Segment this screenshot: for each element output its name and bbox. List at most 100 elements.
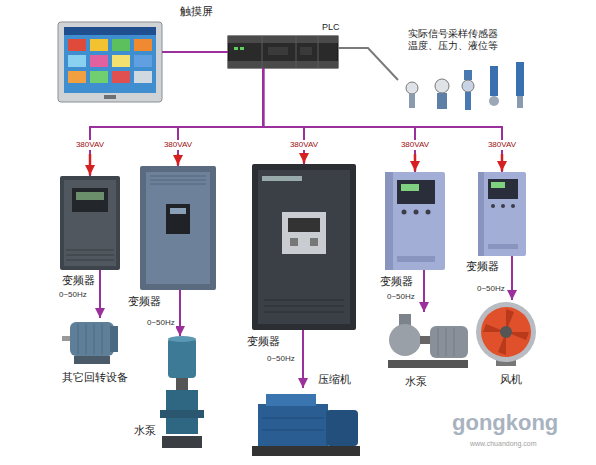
drawing-part <box>86 324 87 354</box>
pump: 水泵 <box>160 336 204 450</box>
drawing-part <box>478 172 484 256</box>
drawing-part <box>228 36 338 68</box>
drawing-part <box>488 179 518 199</box>
device-label: 水泵 <box>134 424 156 437</box>
drawing-part <box>268 47 288 55</box>
touch-screen-drawing <box>58 22 162 102</box>
drawing-part <box>264 306 344 307</box>
drawing-part <box>64 27 156 35</box>
frequency-label: 0~50Hz <box>146 318 176 328</box>
drawing-part <box>491 204 495 208</box>
motor-drawing <box>62 322 118 364</box>
drawing-part <box>264 300 344 301</box>
frequency-label: 0~50Hz <box>476 284 506 294</box>
drawing-part <box>262 430 324 431</box>
device-label: 风机 <box>500 373 522 386</box>
drawing-part <box>282 212 326 254</box>
device-label: 水泵 <box>405 375 427 388</box>
drawing-part <box>166 204 190 234</box>
drawing-part <box>290 238 298 246</box>
drawing-part <box>110 326 118 352</box>
drawing-part <box>66 255 114 256</box>
device-label: 变频器 <box>466 260 499 273</box>
drawing-part <box>462 80 474 92</box>
inverter-drawing <box>252 164 356 330</box>
frequency-label: 0~50Hz <box>266 354 296 364</box>
drawing-part <box>134 39 152 51</box>
drawing-part <box>385 172 393 270</box>
device-label: 变频器 <box>380 275 413 288</box>
drawing-part <box>66 250 114 251</box>
drawing-part <box>426 210 431 215</box>
drawing-part <box>318 36 319 68</box>
drawing-part <box>464 70 472 80</box>
drawing-part <box>409 94 415 108</box>
drawing-part <box>68 39 86 51</box>
drawing-part <box>296 36 297 68</box>
drawing-part <box>252 164 356 330</box>
drawing-part <box>262 176 302 181</box>
drawing-part <box>389 324 421 356</box>
drawing-part <box>397 256 435 262</box>
device-label: 实际信号采样传感器 温度、压力、液位等 <box>408 28 503 52</box>
drawing-part <box>264 312 344 313</box>
connector-line <box>263 68 415 172</box>
drawing-part <box>401 184 419 191</box>
voltage-label: 380VAV <box>400 140 430 150</box>
connector-line <box>263 68 304 164</box>
device-label: 压缩机 <box>318 373 351 386</box>
drawing-part <box>501 204 505 208</box>
drawing-part <box>326 410 358 446</box>
watermark: www.chuandong.com <box>470 440 537 448</box>
drawing-part <box>517 96 523 108</box>
touch-screen: 触摸屏 <box>58 22 162 102</box>
drawing-part <box>150 184 206 185</box>
drawing-part <box>176 378 188 390</box>
voltage-label: 380VAV <box>289 140 319 150</box>
drawing-part <box>89 154 92 175</box>
voltage-label: 380VAV <box>75 140 105 150</box>
drawing-part <box>437 93 447 109</box>
drawing-part <box>134 55 152 67</box>
connector-line <box>338 48 398 80</box>
drawing-part <box>476 302 536 362</box>
drawing-part <box>134 71 152 83</box>
drawing-part <box>446 328 447 356</box>
drawing-part <box>112 55 130 67</box>
drawing-part <box>288 218 320 232</box>
inverter: 变频器 <box>385 172 445 270</box>
pump-drawing <box>160 336 204 448</box>
compressor: 压缩机 <box>250 388 362 458</box>
drawing-part <box>402 210 407 215</box>
drawing-part <box>262 36 263 68</box>
device-label: 变频器 <box>128 295 161 308</box>
drawing-part <box>258 404 328 446</box>
drawing-part <box>435 79 449 93</box>
voltage-label: 380VAV <box>487 140 517 150</box>
drawing-part <box>406 82 418 94</box>
drawing-part <box>310 238 318 246</box>
connector-line <box>263 68 502 172</box>
drawing-part <box>104 95 116 99</box>
frequency-label: 0~50Hz <box>58 290 88 300</box>
drawing-part <box>90 71 108 83</box>
inverter: 变频器 <box>478 172 526 256</box>
connector-line <box>178 68 263 166</box>
drawing-part <box>228 61 338 68</box>
drawing-part <box>488 244 518 249</box>
drawing-part <box>112 39 130 51</box>
drawing-part <box>68 55 86 67</box>
connector-line <box>302 330 304 388</box>
drawing-part <box>252 446 360 456</box>
connector-line <box>90 68 263 176</box>
drawing-part <box>160 410 204 418</box>
drawing-part <box>414 154 417 171</box>
connector-line <box>511 256 513 300</box>
fan: 风机 <box>472 300 544 368</box>
drawing-part <box>74 356 110 364</box>
drawing-part <box>72 188 108 212</box>
drawing-part <box>490 66 498 96</box>
